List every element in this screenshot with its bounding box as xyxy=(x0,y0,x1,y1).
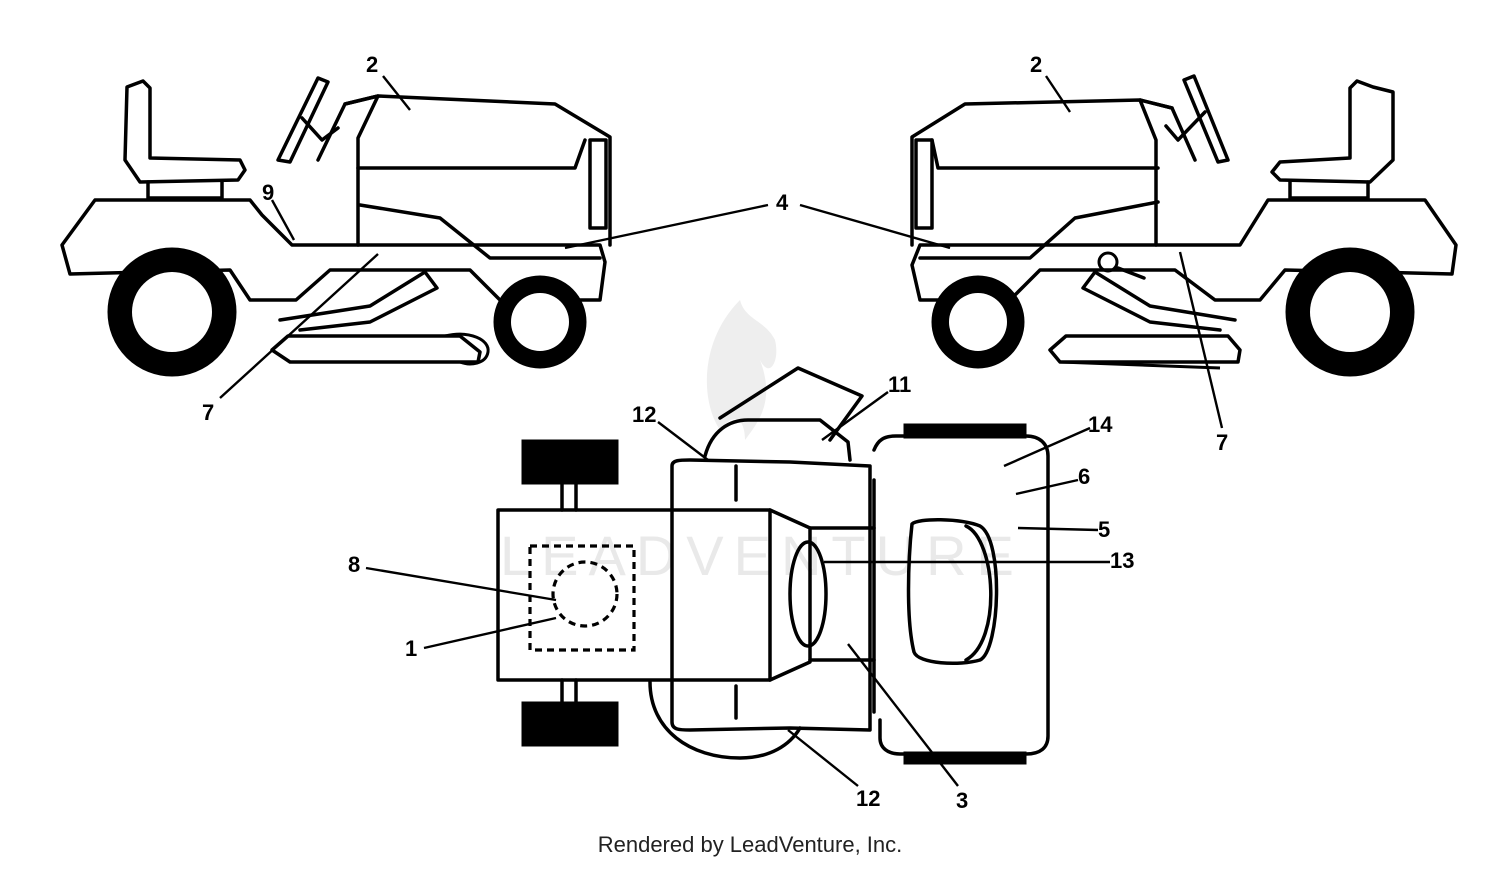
left-footrest xyxy=(278,270,439,332)
right-footrest xyxy=(1081,270,1237,332)
top-rear-tire-lower xyxy=(903,751,1027,765)
callout-top-13: 13 xyxy=(1110,548,1134,573)
leader-left-9 xyxy=(270,199,296,241)
left-mower-deck xyxy=(270,334,482,364)
watermark-flame-icon xyxy=(706,300,777,440)
top-front-axle xyxy=(560,482,578,704)
callout-top-6: 6 xyxy=(1078,464,1090,489)
top-seat-back xyxy=(964,524,993,662)
callout-left-2: 2 xyxy=(366,52,378,77)
leader-top-8 xyxy=(365,566,557,602)
top-dash-line xyxy=(808,526,876,662)
right-steering-column xyxy=(1164,110,1207,142)
right-seat-back xyxy=(1270,79,1395,184)
leader-top-1 xyxy=(423,616,557,650)
right-front-wheel xyxy=(931,275,1025,369)
callout-right-2: 2 xyxy=(1030,52,1042,77)
leader-left-7 xyxy=(219,253,379,399)
left-side-view: 2 9 4 7 xyxy=(60,52,951,425)
right-deck-chute xyxy=(1059,360,1221,370)
leader-right-4 xyxy=(799,203,951,250)
callout-top-5: 5 xyxy=(1098,517,1110,542)
leader-top-12b xyxy=(787,729,859,787)
callout-top-12a: 12 xyxy=(632,402,656,427)
right-mower-deck xyxy=(1048,334,1242,364)
callout-top-3: 3 xyxy=(956,788,968,813)
callout-right-7: 7 xyxy=(1216,430,1228,455)
top-hood xyxy=(496,508,772,682)
leader-right-2 xyxy=(1045,75,1071,113)
top-engine-outline xyxy=(528,544,636,652)
footer-credit: Rendered by LeadVenture, Inc. xyxy=(597,832,903,857)
callout-top-14: 14 xyxy=(1088,412,1113,437)
left-rear-wheel xyxy=(107,247,237,377)
left-seat-base xyxy=(146,180,224,200)
leader-top-11 xyxy=(821,391,889,441)
leader-top-6 xyxy=(1015,478,1079,496)
top-hood-taper xyxy=(768,508,812,682)
left-seat-back xyxy=(123,79,247,184)
left-hood-line xyxy=(356,138,587,170)
right-dash xyxy=(1138,98,1197,247)
right-hood xyxy=(910,98,1174,247)
right-side-view: 2 7 xyxy=(910,52,1458,455)
callout-top-8: 8 xyxy=(348,552,360,577)
leader-left-4 xyxy=(564,203,769,250)
callout-top-11: 11 xyxy=(888,372,911,397)
right-brake-pedal-icon xyxy=(1116,266,1146,280)
top-steering-wheel xyxy=(788,540,828,648)
leader-top-3 xyxy=(847,643,959,787)
top-deck-right-curve xyxy=(648,680,802,760)
left-steering-wheel xyxy=(276,76,330,164)
right-pedal-knob xyxy=(1097,251,1119,273)
top-view: 12 11 14 6 5 13 8 1 12 3 xyxy=(348,366,1134,813)
top-discharge-chute xyxy=(718,366,864,442)
left-side-panel xyxy=(358,203,602,260)
watermark: LEADVENTURE xyxy=(500,300,1024,587)
left-front-wheel xyxy=(493,275,587,369)
left-dash xyxy=(316,94,380,247)
top-deck-body xyxy=(670,458,872,732)
leader-top-14 xyxy=(1003,426,1091,468)
right-rear-wheel xyxy=(1285,247,1415,377)
callout-left-7: 7 xyxy=(202,400,214,425)
leader-left-2 xyxy=(382,75,411,111)
top-fuel-cap xyxy=(551,560,619,628)
top-front-tire-lower xyxy=(521,701,619,747)
top-deck-left-curve xyxy=(703,418,852,462)
watermark-text: LEADVENTURE xyxy=(500,524,1024,587)
leader-top-12a xyxy=(657,421,709,461)
right-hood-line xyxy=(930,138,1160,170)
top-front-tire-upper xyxy=(521,439,619,485)
callout-top-12b: 12 xyxy=(856,786,880,811)
top-seat xyxy=(906,517,999,666)
left-hood xyxy=(343,94,612,247)
callout-left-9: 9 xyxy=(262,180,274,205)
leader-top-5 xyxy=(1017,526,1099,532)
right-steering-wheel xyxy=(1182,74,1230,164)
right-side-panel xyxy=(918,200,1160,260)
callout-top-1: 1 xyxy=(405,636,417,661)
top-rear-tire-upper xyxy=(903,423,1027,439)
right-seat-base xyxy=(1288,180,1370,200)
top-rear-fender xyxy=(872,434,1050,756)
leader-right-7 xyxy=(1178,251,1224,429)
right-grille xyxy=(914,138,934,230)
left-deck-chute xyxy=(444,332,490,366)
left-grille xyxy=(588,138,608,230)
callout-left-4: 4 xyxy=(776,190,789,215)
